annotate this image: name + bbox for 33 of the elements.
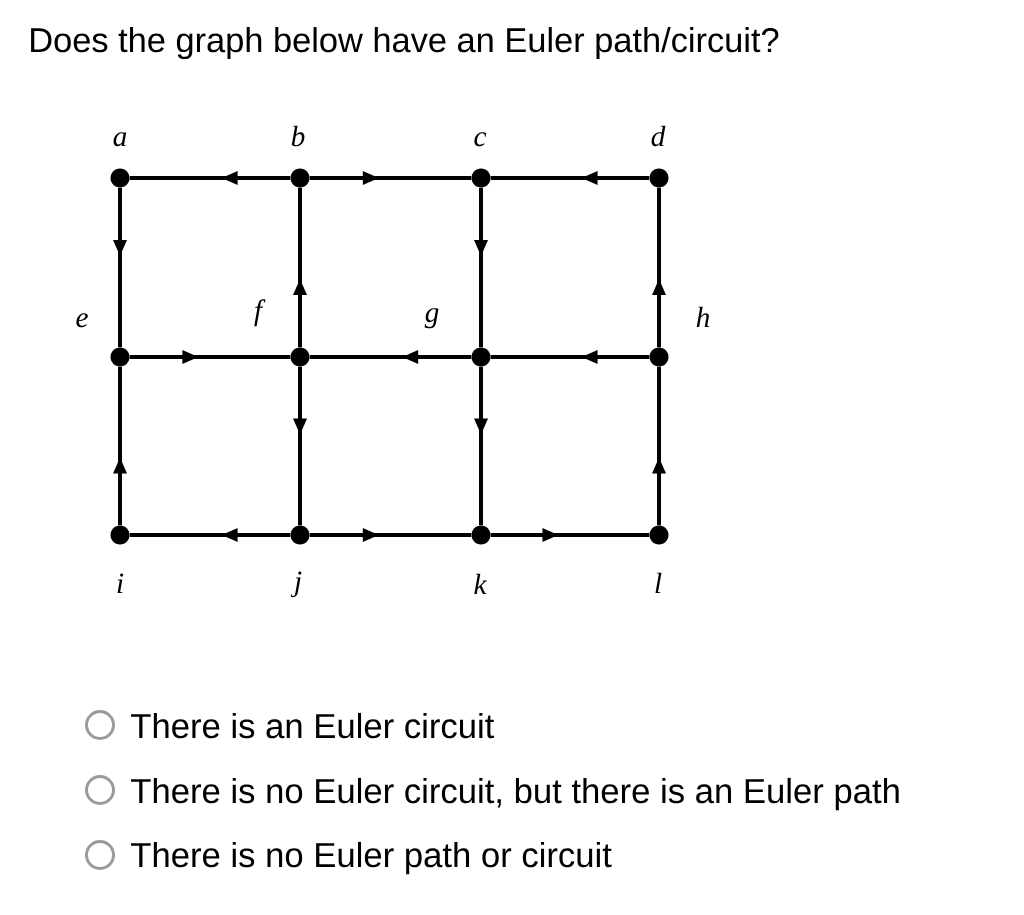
vertex-label: h (696, 306, 710, 327)
vertex-label: a (113, 132, 127, 147)
arrow (474, 187, 488, 348)
vertex-label: f (254, 299, 266, 327)
vertex-label: c (474, 132, 487, 147)
vertex-label: j (290, 571, 302, 598)
arrow (129, 350, 291, 364)
arrow (490, 350, 650, 364)
vertex-label: l (655, 572, 662, 593)
arrow (652, 366, 666, 526)
vertex-label: k (474, 573, 487, 594)
option-label: There is no Euler circuit, but there is an Euler path (131, 777, 899, 811)
arrow (129, 528, 291, 542)
vertex-label: i (117, 573, 124, 593)
arrow (474, 366, 488, 526)
arrow (113, 187, 127, 348)
arrow (652, 187, 666, 348)
option-label: There is an Euler circuit (131, 712, 495, 739)
title: Does the graph below have an Euler path/circuit? (31, 27, 779, 60)
vertex-label: e (76, 313, 88, 328)
arrow (129, 171, 291, 185)
arrow (490, 528, 650, 542)
arrow (113, 366, 127, 526)
vertex-label: d (651, 125, 666, 147)
vertex-label: g (424, 308, 439, 329)
vertex-label: b (291, 125, 305, 147)
option-label: There is no Euler path or circuit (131, 841, 612, 875)
arrow (309, 350, 472, 364)
arrow (293, 187, 307, 348)
arrow (309, 528, 472, 542)
arrow (490, 171, 650, 185)
arrow (309, 171, 472, 185)
arrow (293, 366, 307, 526)
